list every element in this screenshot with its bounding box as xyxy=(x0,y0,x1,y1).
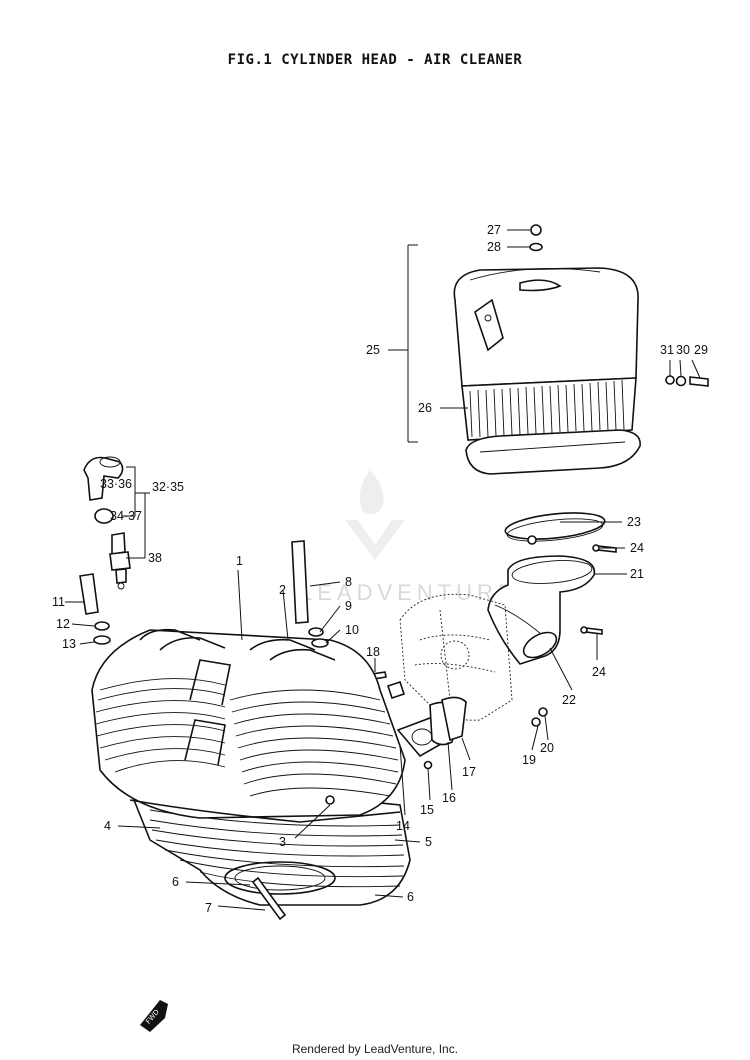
label-15: 15 xyxy=(420,803,434,817)
label-34-37: 34·37 xyxy=(110,509,142,523)
label-32-35: 32·35 xyxy=(152,480,184,494)
label-38: 38 xyxy=(148,551,162,565)
washer-28-icon xyxy=(529,242,543,252)
label-33-36: 33·36 xyxy=(100,477,132,491)
label-8: 8 xyxy=(345,575,352,589)
label-23: 23 xyxy=(627,515,641,529)
label-7: 7 xyxy=(205,901,212,915)
label-4: 4 xyxy=(104,819,111,833)
spark-plug-38-icon xyxy=(109,532,131,590)
label-26: 26 xyxy=(418,401,432,415)
label-25: 25 xyxy=(366,343,380,357)
stud-7-icon xyxy=(251,876,287,921)
label-27: 27 xyxy=(487,223,501,237)
label-12: 12 xyxy=(56,617,70,631)
footer-credit: Rendered by LeadVenture, Inc. xyxy=(291,1042,459,1056)
label-6a: 6 xyxy=(172,875,179,889)
watermark-text: LEADVENTURE xyxy=(300,580,518,605)
head-gasket-4 xyxy=(129,799,401,823)
label-19: 19 xyxy=(522,753,536,767)
bolt-29-icon xyxy=(665,375,709,387)
label-18: 18 xyxy=(366,645,380,659)
label-20: 20 xyxy=(540,741,554,755)
clamp-23-icon xyxy=(504,512,606,545)
nut-19-icon xyxy=(531,717,541,727)
plug-cap-33-icon xyxy=(83,456,124,501)
washer-13-icon xyxy=(93,635,111,645)
label-6b: 6 xyxy=(407,890,414,904)
label-3: 3 xyxy=(279,835,286,849)
plug-boot-34-icon xyxy=(94,508,114,524)
label-11: 11 xyxy=(52,595,65,609)
label-14: 14 xyxy=(396,819,410,833)
intake-pipe-21-icon xyxy=(487,555,596,665)
leader-lines xyxy=(65,229,701,911)
bolt-8-icon xyxy=(291,540,309,624)
label-28: 28 xyxy=(487,240,501,254)
label-13: 13 xyxy=(62,637,76,651)
label-17: 17 xyxy=(462,765,476,779)
air-cleaner-case xyxy=(453,267,641,475)
screw-24-icon xyxy=(580,544,617,635)
watermark-logo-icon xyxy=(345,470,405,560)
clip-18-icon xyxy=(386,680,406,700)
figure-title: FIG.1 CYLINDER HEAD - AIR CLEANER xyxy=(227,52,523,68)
carburetor-ghost-outline xyxy=(399,593,513,721)
cylinder-head-1 xyxy=(91,628,406,819)
label-24a: 24 xyxy=(630,541,644,555)
forward-arrow-icon: FWD xyxy=(140,1000,168,1032)
label-9: 9 xyxy=(345,599,352,613)
washer-20-icon xyxy=(538,707,548,717)
label-10: 10 xyxy=(345,623,359,637)
label-1: 1 xyxy=(236,554,243,568)
nut-12-icon xyxy=(94,621,110,631)
label-5: 5 xyxy=(425,835,432,849)
stud-11-icon xyxy=(79,573,99,615)
label-30: 30 xyxy=(676,343,690,357)
washer-10-icon xyxy=(311,638,329,648)
label-29: 29 xyxy=(694,343,708,357)
label-24b: 24 xyxy=(592,665,606,679)
label-22: 22 xyxy=(562,693,576,707)
label-21: 21 xyxy=(630,567,644,581)
label-31: 31 xyxy=(660,343,674,357)
label-16: 16 xyxy=(442,791,456,805)
nut-27-icon xyxy=(530,224,542,236)
washer-9-icon xyxy=(308,627,324,637)
manifold-parts-icon xyxy=(396,696,467,770)
label-2: 2 xyxy=(279,583,286,597)
